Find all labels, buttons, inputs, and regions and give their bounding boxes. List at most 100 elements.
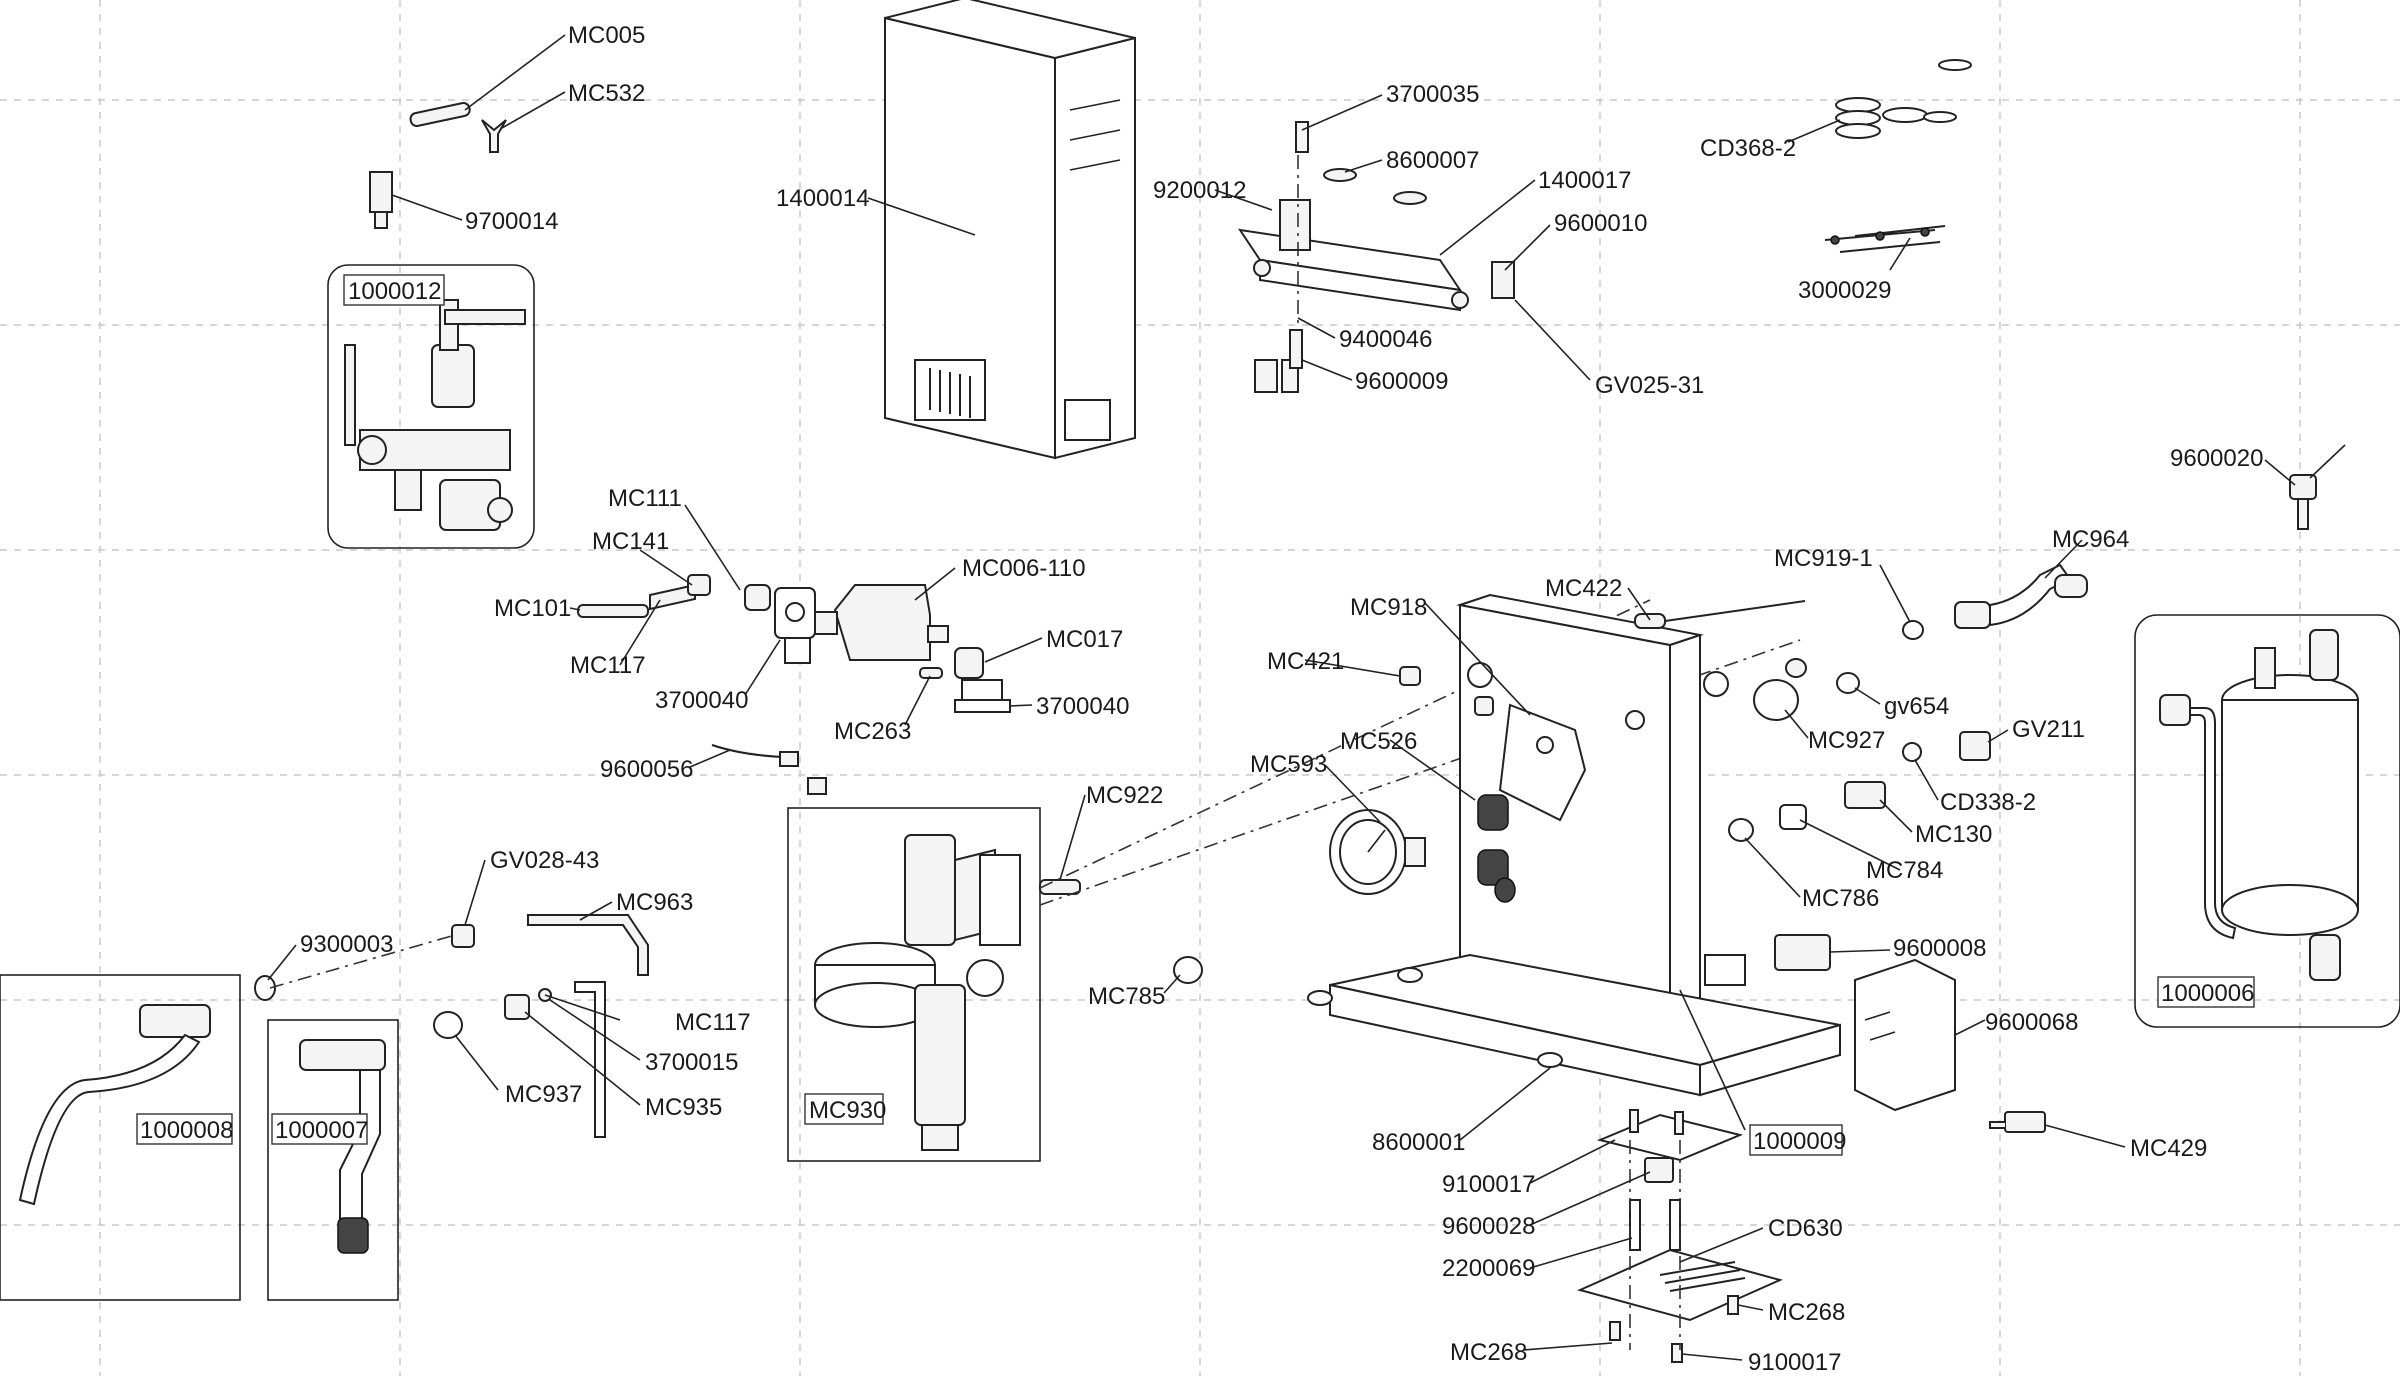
label-9700014: 9700014 [465,208,558,235]
part-mc141 [649,583,696,611]
part-mc111 [687,574,711,596]
part-3700040-right [954,679,1011,713]
label-mc935: MC935 [645,1094,722,1121]
label-mc963: MC963 [616,889,693,916]
label-9100017b: 9100017 [1748,1349,1841,1376]
part-9600008 [1774,934,1831,971]
label-mc117b: MC117 [675,1009,751,1036]
label-gv025-31: GV025-31 [1595,372,1704,399]
label-mc922: MC922 [1086,782,1163,809]
group-frame-mc930 [787,807,1041,1162]
label-3700040a: 3700040 [655,687,748,714]
part-3700040-left [774,587,816,664]
part-9600010 [1491,261,1515,299]
label-3000029: 3000029 [1798,277,1891,304]
part-8600007 [1323,168,1427,205]
part-9700014 [369,171,393,229]
part-mc429 [1989,1111,2046,1133]
label-1000009: 1000009 [1753,1128,1846,1155]
label-1400014: 1400014 [776,185,869,212]
label-mc526: MC526 [1340,728,1417,755]
part-9600009 [1254,329,1303,393]
label-2200069: 2200069 [1442,1255,1535,1282]
label-1400017: 1400017 [1538,167,1631,194]
label-9400046: 9400046 [1339,326,1432,353]
part-9300003 [254,975,276,1001]
label-1000006: 1000006 [2161,980,2254,1007]
label-cd630: CD630 [1768,1215,1843,1242]
label-9200012: 9200012 [1153,177,1246,204]
part-mc785 [1173,956,1203,984]
label-3700040b: 3700040 [1036,693,1129,720]
label-mc786: MC786 [1802,885,1879,912]
label-1000012: 1000012 [348,278,441,305]
group-frame-1000006 [2134,614,2400,1028]
part-labels: MC005 MC532 9700014 1000012 1400014 3700… [136,22,2263,1376]
label-9600028: 9600028 [1442,1213,1535,1240]
label-8600001: 8600001 [1372,1129,1465,1156]
part-mc937 [433,1011,463,1039]
label-mc263: MC263 [834,718,911,745]
label-mc006-110: MC006-110 [962,555,1086,582]
label-mc784: MC784 [1866,857,1943,884]
part-mc963 [527,914,649,976]
part-mc017 [954,647,984,679]
label-mc117a: MC117 [570,652,646,679]
part-mc101 [577,604,649,618]
part-mc263 [919,667,943,679]
part-mc130 [1844,781,1886,809]
label-cd368-2: CD368-2 [1700,135,1796,162]
part-mc919-1 [1902,620,1924,640]
label-mc785: MC785 [1088,983,1165,1010]
part-cd338-2 [1902,742,1922,762]
label-1000008: 1000008 [140,1117,233,1144]
label-mc268a: MC268 [1768,1299,1845,1326]
label-mc111: MC111 [608,485,682,512]
part-9600068 [1854,958,1956,1112]
part-mc006-110 [814,584,949,661]
part-1000007-wand [299,1039,386,1254]
part-1000008-wand [18,1004,211,1206]
label-gv028-43: GV028-43 [490,847,599,874]
label-3700035: 3700035 [1386,81,1479,108]
part-mc927 [1703,658,1807,721]
label-mc005: MC005 [568,22,645,49]
part-mc922 [1039,879,1081,895]
label-mc422: MC422 [1545,575,1622,602]
label-3700015: 3700015 [645,1049,738,1076]
part-mc117-left [744,584,771,611]
part-mc005 [409,102,471,127]
part-mc964-pipe [1954,563,2088,629]
part-mc918 [1498,703,1587,822]
part-mc422 [1634,600,1806,629]
leader-lines [267,34,2296,1361]
label-mc141: MC141 [592,528,669,555]
part-mc930-brew-group [814,834,1021,1151]
label-mc919-1: MC919-1 [1774,545,1873,572]
label-cd338-2: CD338-2 [1940,789,2036,816]
label-mc918: MC918 [1350,594,1427,621]
label-9600010: 9600010 [1554,210,1647,237]
part-1400017-bracket [1237,199,1469,312]
label-9600056: 9600056 [600,756,693,783]
label-mc429: MC429 [2130,1135,2207,1162]
label-mc532: MC532 [568,80,645,107]
part-mc786 [1728,818,1754,842]
part-gv028-43 [451,924,475,948]
part-mc935 [504,994,530,1020]
part-3700035 [1295,121,1309,153]
label-1000007: 1000007 [275,1117,368,1144]
part-9600056 [711,744,827,795]
part-9100017-lower [1671,1343,1683,1363]
part-9600020 [2289,444,2346,530]
part-gv211 [1959,731,1991,761]
part-9100017-upper [1596,1109,1744,1162]
part-mc784 [1779,804,1807,830]
part-mc532 [481,119,507,153]
group-frame-1000012 [327,264,535,549]
label-mc930: MC930 [809,1097,886,1124]
part-mc117-bottom [574,981,606,1138]
part-mc593-gauge [1329,809,1426,895]
part-2200069 [1629,1199,1681,1251]
label-gv654: gv654 [1884,693,1949,720]
